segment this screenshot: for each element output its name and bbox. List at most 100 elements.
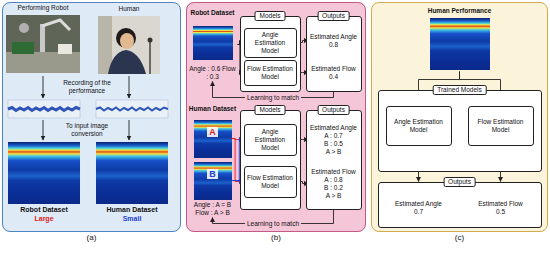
robot-part <box>19 23 29 33</box>
panel-ground <box>371 2 548 232</box>
robot-arm <box>40 24 45 52</box>
model-box: Flow Estimation Model <box>244 60 297 86</box>
panel: (a) <box>2 2 181 232</box>
panel-label-holder: (a) <box>3 233 180 242</box>
group-box: Angle Estimation ModelFlow Estimation Mo… <box>240 110 301 210</box>
annotation-label: Performing Robot <box>6 4 80 12</box>
waveform-frame <box>8 100 80 118</box>
node-body: A : 0.8 B : 0.2 A > B <box>322 176 346 200</box>
node-title: Angle Estimation Model <box>247 31 294 55</box>
node-title: Estimated Angle <box>310 33 357 41</box>
node-title: Human Performance <box>428 7 492 15</box>
panel: Robot DatasetAngle : 0.6 Flow : 0.3Angle… <box>186 2 366 232</box>
panel-ground <box>2 2 181 232</box>
flow-arrow <box>43 76 44 98</box>
robot-table <box>6 52 80 73</box>
model-box: Angle Estimation Model <box>244 124 297 156</box>
node-title: B <box>207 169 218 179</box>
group-header: Trained Models <box>432 85 487 95</box>
node-title: Models <box>260 12 281 20</box>
output-text: Estimated Angle0.8 <box>309 28 359 54</box>
annotation-label: Human Dataset <box>96 206 168 214</box>
node-title: Flow Estimation Model <box>471 118 531 134</box>
sample-image: A <box>194 120 232 158</box>
node-title: (b) <box>187 233 365 242</box>
group-box: Angle Estimation Model Flow Estimation Mo… <box>378 90 542 172</box>
node-title: Estimated Flow <box>311 168 355 176</box>
node-title: Robot Dataset <box>190 9 234 17</box>
node-title: Estimated Flow <box>478 200 522 208</box>
waveform <box>96 108 168 111</box>
output-text: Estimated Angle0.7 <box>388 194 450 222</box>
output-text: Estimated Flow0.5 <box>470 194 532 222</box>
group-header: Outputs <box>317 11 350 21</box>
node-title: A <box>207 127 218 137</box>
robot-arm <box>42 20 70 30</box>
flow-arrow <box>129 76 130 98</box>
person-face <box>120 33 134 49</box>
dataset-image: Human Performance <box>410 6 510 72</box>
annotation-label: Human <box>98 5 160 13</box>
panel-label-holder: (b) <box>187 233 365 242</box>
node-title: Human Dataset <box>189 105 236 113</box>
spectrogram <box>194 120 232 158</box>
flow-arrow <box>129 120 130 140</box>
node-title: (a) <box>3 233 180 242</box>
node-title: Trained Models <box>437 86 482 94</box>
node-body: A : 0.7 B : 0.5 A > B <box>322 132 346 156</box>
node-title: Outputs <box>322 12 345 20</box>
edge-label: Learning to match <box>245 220 301 228</box>
human-photo <box>98 16 160 74</box>
model-box: Angle Estimation Model <box>386 106 452 146</box>
group-header: Outputs <box>443 177 476 187</box>
annotation-label: Small <box>96 215 168 223</box>
node-title: Angle Estimation Model <box>247 128 294 152</box>
robot-photo <box>6 15 80 73</box>
microphone <box>148 38 153 43</box>
group-header: Models <box>255 11 286 21</box>
output-text: Estimated AngleA : 0.7 B : 0.5 A > B <box>309 120 359 160</box>
node-body: 0.7 <box>414 208 423 216</box>
spectrogram <box>193 26 233 60</box>
annotation-label: Recording of the performance <box>52 79 122 95</box>
group-box: Estimated Angle0.8Estimated Flow0.4Outpu… <box>306 16 362 92</box>
group-box: Angle Estimation ModelFlow Estimation Mo… <box>240 16 301 92</box>
waveform <box>8 108 80 111</box>
waveform-frame <box>96 100 168 118</box>
annotation-label: To input image conversion <box>52 122 122 138</box>
output-text: Estimated Flow0.4 <box>309 60 359 86</box>
node-body: Angle : 0.6 Flow : 0.3 <box>189 65 237 81</box>
dataset-image: ABHuman DatasetAngle : A = B Flow : A > … <box>188 104 238 218</box>
model-box: Flow Estimation Model <box>468 106 534 146</box>
node-title: Outputs <box>448 178 471 186</box>
model-box: Flow Estimation Model <box>244 166 297 198</box>
robot-part <box>58 44 72 54</box>
node-body: 0.4 <box>329 73 338 81</box>
node-title: Angle Estimation Model <box>389 118 449 134</box>
panel-ground <box>186 2 366 232</box>
edge-label: Learning to match <box>245 94 301 102</box>
spectrogram <box>430 18 490 70</box>
robot-board <box>12 42 34 54</box>
panel-label-holder: (c) <box>372 233 547 242</box>
spectrogram <box>194 162 232 200</box>
dataset-image: Robot DatasetAngle : 0.6 Flow : 0.3 <box>188 8 238 82</box>
node-title: Estimated Angle <box>310 124 357 132</box>
node-title: Estimated Flow <box>311 65 355 73</box>
mic-stand <box>149 40 151 74</box>
flow-arrow <box>43 120 44 140</box>
node-body: 0.5 <box>496 208 505 216</box>
person-body <box>108 50 146 74</box>
annotation-label: Large <box>8 215 80 223</box>
model-box: Angle Estimation Model <box>244 28 297 58</box>
node-body: 0.8 <box>329 41 338 49</box>
group-box: Estimated AngleA : 0.7 B : 0.5 A > BEsti… <box>306 110 362 210</box>
spectrogram <box>8 142 80 204</box>
person-hair <box>116 28 136 48</box>
node-title: Flow Estimation Model <box>247 174 294 190</box>
panel: Human PerformanceAngle Estimation Model F… <box>371 2 548 232</box>
group-box: Estimated Angle0.7Estimated Flow0.5Outpu… <box>378 182 542 228</box>
spectrogram <box>96 142 168 204</box>
node-title: (c) <box>372 233 547 242</box>
node-title: Models <box>260 106 281 114</box>
